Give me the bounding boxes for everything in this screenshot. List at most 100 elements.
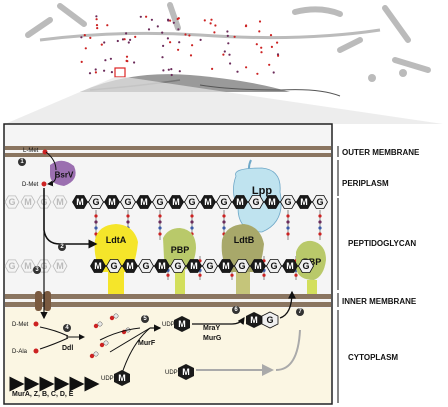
amino-acid-dot [167,68,170,71]
amino-acid-dot [103,69,106,72]
d-met-top-label: D-Met [22,182,39,188]
amino-acid-dot [127,41,130,44]
ldta-label: LdtA [106,235,127,245]
sugar-g: G [280,195,296,209]
amino-acid-dot [89,36,92,40]
udp-3-label: UDP [101,376,114,382]
svg-text:M: M [300,197,308,207]
svg-text:G: G [8,261,15,271]
amino-acid-dot [150,18,153,21]
amino-acid-dot [169,41,172,44]
svg-text:G: G [174,261,181,271]
bsrv-label: BsrV [55,171,74,180]
amino-acid-dot [229,62,232,65]
amino-acid-dot [211,67,214,70]
amino-acid-dot [110,71,113,74]
sugar-g: G [120,195,136,209]
amino-acid-dot [162,44,165,48]
amino-acid-dot [169,19,172,22]
sugar-m: M [104,195,120,209]
amino-acid-dot [209,22,212,25]
amino-acid-dot [103,41,106,44]
pbp-left-label: PBP [171,245,190,255]
sugar-m: M [250,259,266,273]
ghost-sugar: M [52,259,68,273]
svg-text:G: G [8,197,15,207]
amino-acid-dot [125,32,128,35]
amino-acid-dot [133,61,136,64]
d-amino-acid-dots [80,15,280,77]
amino-acid-dot [268,63,271,66]
met-conversion: 1 L-Met D-Met [18,148,57,188]
svg-text:G: G [92,197,99,207]
sugar-m: M [296,195,312,209]
amino-acid-dot [255,43,258,46]
murf-label: MurF [138,340,156,347]
pbp-left-enzyme: PBP [163,228,196,294]
sugar-g: G [216,195,232,209]
svg-text:M: M [56,261,64,271]
sugar-m: M [154,259,170,273]
amino-acid-dot [277,54,280,57]
svg-text:M: M [158,261,166,271]
ldtb-enzyme: LdtB [221,224,264,294]
step-7-arrow [279,290,296,319]
murg-label: MurG [203,335,222,342]
amino-acid-dot [256,72,259,75]
svg-text:G: G [124,197,131,207]
sugar-g: G [106,259,122,273]
svg-text:M: M [76,197,84,207]
sugar-g: G [152,195,168,209]
d-met-label: D-Met [12,322,29,328]
amino-acid-dot [94,71,97,74]
amino-acid-dot [139,15,142,18]
amino-acid-dot [178,70,181,73]
svg-text:M: M [94,261,102,271]
amino-acid-dot [100,43,103,46]
svg-text:M: M [56,197,64,207]
return-flow-arrow [275,329,301,371]
sugar-m: M [264,195,280,209]
amino-acid-dot [95,24,99,27]
svg-text:G: G [206,261,213,271]
svg-text:G: G [188,197,195,207]
layer-labels: OUTER MEMBRANE PERIPLASM PEPTIDOGLYCAN I… [337,146,420,403]
svg-text:G: G [302,261,309,271]
amino-acid-dot [95,18,98,21]
amino-acid-dot [222,53,225,56]
amino-acid-dot [176,17,179,21]
amino-acid-dot [223,50,226,53]
sugar-m: M [72,195,88,209]
inner-membrane-label: INNER MEMBRANE [342,297,417,306]
amino-acid-dot [134,35,137,39]
amino-acid-dot [123,38,126,41]
amino-acid-dot [80,36,83,39]
amino-acid-dot [210,18,213,21]
amino-acid-dot [177,48,180,51]
udp-1-sugar: M [178,319,186,329]
sugar-g: G [298,259,314,273]
svg-text:M: M [108,197,116,207]
svg-text:G: G [142,261,149,271]
amino-acid-dot [203,19,206,22]
amino-acid-dot [80,60,83,64]
lipid-ii-m: M [250,315,258,325]
amino-acid-dot [162,69,165,72]
svg-text:G: G [156,197,163,207]
svg-text:M: M [140,197,148,207]
step-3-marker: 3 [35,267,39,273]
sugar-g: G [170,259,186,273]
svg-text:M: M [24,261,32,271]
svg-text:M: M [204,197,212,207]
d-ala-label: D-Ala [12,349,28,355]
step-6-arrow [192,317,245,325]
svg-text:G: G [238,261,245,271]
sugar-m: M [282,259,298,273]
amino-acid-dot [276,41,279,44]
amino-acid-dot [147,28,151,31]
svg-text:G: G [284,197,291,207]
amino-acid-dot [258,20,262,23]
sugar-g: G [248,195,264,209]
sugar-m: M [168,195,184,209]
